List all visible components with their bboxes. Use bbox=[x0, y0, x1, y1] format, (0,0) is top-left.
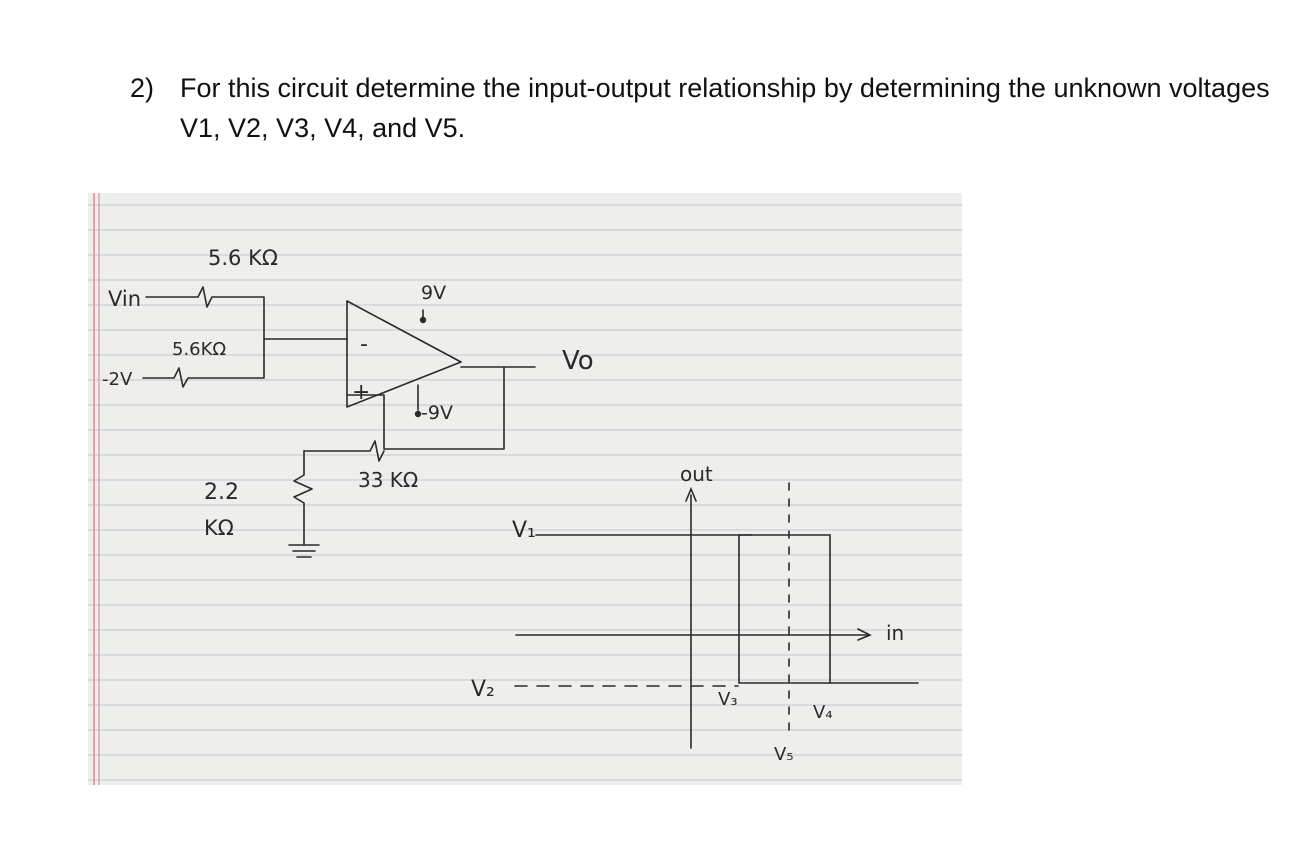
label-in-axis: in bbox=[886, 621, 904, 645]
op-amp-symbol bbox=[346, 300, 462, 408]
label-v3: V₃ bbox=[718, 689, 738, 710]
question-number: 2) bbox=[130, 73, 155, 103]
label-r-ground-unit: KΩ bbox=[204, 516, 234, 540]
question-text: For this circuit determine the input-out… bbox=[180, 73, 1270, 143]
in-axis-arrow-icon bbox=[857, 628, 872, 641]
feedback-loop-upper bbox=[346, 366, 505, 450]
vneg-terminal-dot bbox=[414, 410, 422, 418]
label-v1: V₁ bbox=[512, 518, 536, 543]
circuit-sketch: 5.6 KΩ Vin 5.6KΩ -2V - + 9V -9V Vo 33 KΩ… bbox=[88, 193, 962, 785]
label-vin: Vin bbox=[108, 287, 141, 311]
label-plus: + bbox=[352, 380, 370, 405]
label-v5: V₅ bbox=[774, 744, 794, 765]
label-v2: V₂ bbox=[471, 677, 495, 702]
label-vpos: 9V bbox=[421, 282, 446, 304]
neg2v-resistor-wire bbox=[142, 338, 265, 388]
vin-resistor-wire bbox=[145, 286, 348, 340]
label-r-top: 5.6 KΩ bbox=[208, 246, 278, 270]
hysteresis-upper-path bbox=[535, 534, 919, 684]
ground-symbol bbox=[288, 544, 320, 558]
vpos-terminal-dot bbox=[419, 316, 427, 324]
label-neg2v: -2V bbox=[102, 369, 133, 390]
question-block: 2) For this circuit determine the input-… bbox=[130, 68, 1290, 148]
hysteresis-lower-path bbox=[738, 534, 831, 684]
label-r-ground-value: 2.2 bbox=[204, 480, 239, 505]
label-vo: Vo bbox=[562, 346, 594, 376]
label-r-mid: 5.6KΩ bbox=[172, 339, 226, 360]
notebook-photo: 5.6 KΩ Vin 5.6KΩ -2V - + 9V -9V Vo 33 KΩ… bbox=[88, 193, 962, 785]
label-minus: - bbox=[360, 332, 368, 357]
label-out-axis: out bbox=[680, 462, 713, 486]
label-vneg: -9V bbox=[421, 402, 453, 424]
ruled-lines bbox=[88, 204, 962, 781]
feedback-resistor bbox=[303, 440, 385, 462]
out-axis-arrow-icon bbox=[685, 486, 697, 502]
ground-resistor bbox=[293, 450, 313, 546]
label-v4: V₄ bbox=[813, 702, 833, 723]
label-r-feedback: 33 KΩ bbox=[358, 468, 418, 492]
